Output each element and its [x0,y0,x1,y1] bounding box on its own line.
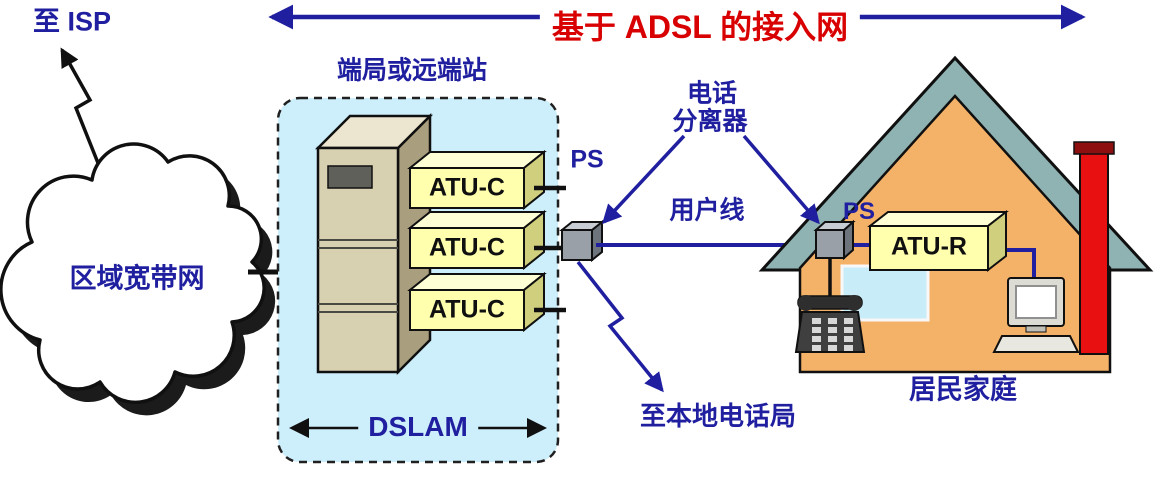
atu-r-box [867,209,1009,273]
splitter-pointer-left [602,134,686,225]
atu-c-card [407,209,547,271]
subscriber-line-label: 用户线 [669,196,745,225]
house-chimney [1079,151,1109,355]
phone-keypad [812,318,853,351]
atu-c-label: ATU-C [429,295,505,324]
ps-co-label: PS [570,145,604,174]
residential-home-label: 居民家庭 [909,374,1017,405]
monitor-stand [1025,325,1047,333]
regional-broadband-cloud [0,142,276,416]
phone-handset [797,295,863,310]
to-local-office-label: 至本地电话局 [639,401,797,431]
to-isp-label: 至 ISP [32,6,112,37]
atu-c-card [407,149,547,211]
cabinet-vent [327,165,373,189]
splitter-caption-line2: 分离器 [672,107,748,136]
central-office-caption: 端局或远端站 [336,56,488,85]
splitter-pointer-right [742,134,820,225]
atu-r-label: ATU-R [891,232,967,261]
telephone [794,295,866,353]
atu-c-label: ATU-C [429,173,505,202]
to-local-office-arrow [576,260,664,393]
computer [992,277,1080,353]
diagram-title: 基于 ADSL 的接入网 [539,9,861,45]
phone-splitter-home [813,219,856,261]
to-isp-arrow [60,47,106,179]
dslam-label: DSLAM [358,411,478,443]
regional-broadband-label: 区域宽带网 [69,263,205,294]
atu-c-card [407,271,547,333]
cloud-shape [0,142,266,405]
phone-splitter-co [559,219,605,263]
chimney-cap [1073,141,1115,155]
monitor-screen [1015,285,1057,319]
atu-c-label: ATU-C [429,233,505,262]
splitter-caption-line1: 电话 [686,79,738,108]
keyboard [992,335,1080,353]
ps-home-label: PS [842,198,876,225]
